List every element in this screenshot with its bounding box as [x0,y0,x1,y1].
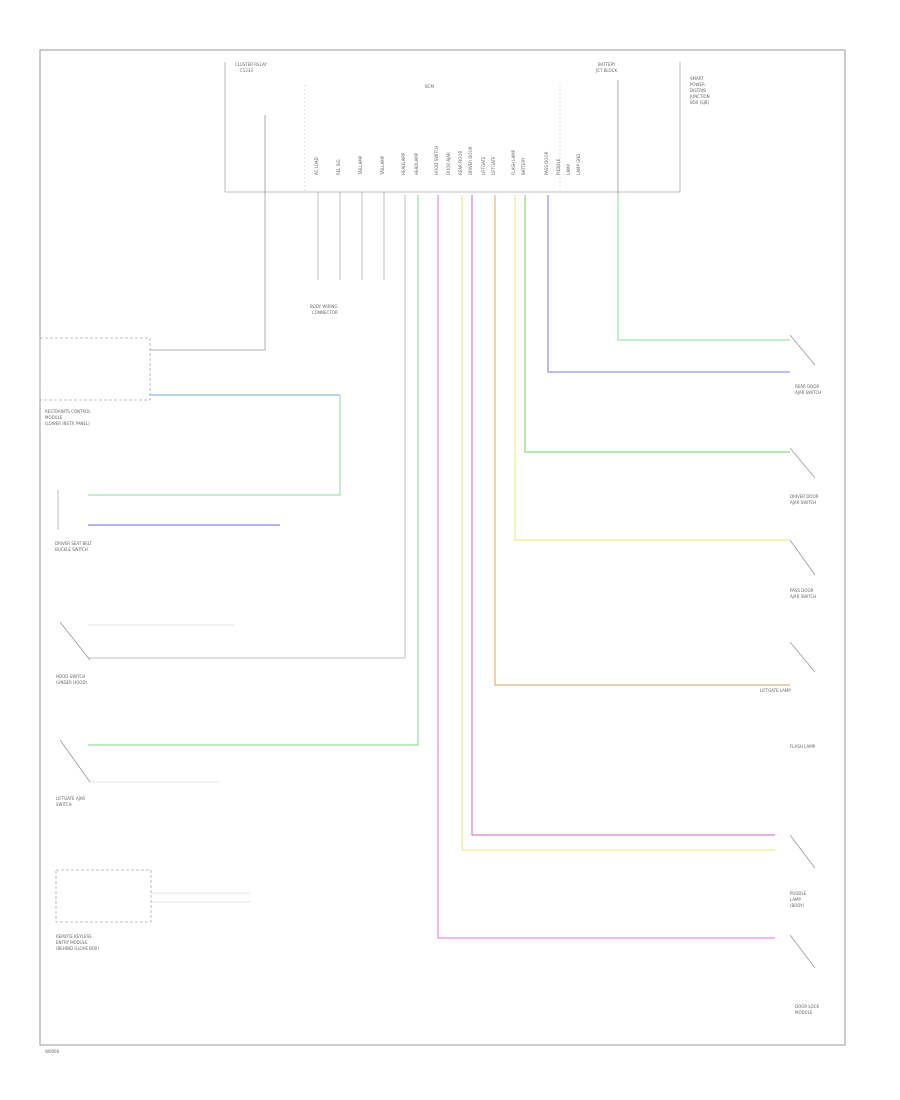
wire-yellow-1 [461,195,775,851]
bcm-pin-label: TAILLAMP [380,155,385,176]
bcm-pin-label: REAR DOOR [458,151,463,175]
bcm-right-note-1: SMART [690,76,704,81]
wire-green-4 [617,195,790,341]
svg-text:SWITCH: SWITCH [56,802,72,807]
bcm-pin-label: LIFTGATE [491,156,496,175]
hood-switch-box: HOOD SWITCH (UNDER HOOD) [56,621,235,685]
bcm-right-header-2: JCT BLOCK [595,68,617,73]
bcm-pin-label: AC LOAD [314,157,319,175]
right-components: REAR DOOR AJAR SWITCH DRIVER DOOR AJAR S… [760,334,821,1015]
svg-text:(UNDER HOOD): (UNDER HOOD) [56,680,88,685]
bcm-pin-label: PUDDLE [556,158,561,175]
footer-code: W0000 [45,1049,60,1054]
svg-text:DOOR LOCK: DOOR LOCK [795,1004,819,1009]
wires [88,195,790,939]
bcm-pin-label: LIFTGATE [481,156,486,175]
svg-text:DRIVER DOOR: DRIVER DOOR [790,494,819,499]
svg-text:AJAR SWITCH: AJAR SWITCH [790,594,816,599]
svg-text:(BEHIND GLOVE BOX): (BEHIND GLOVE BOX) [56,946,99,951]
diagram-border [39,49,846,1046]
bcm-right-note-5: BOX (SJB) [690,100,710,105]
wire-green-1 [88,395,341,496]
bcm-right-note-3: DISTRIB [690,88,706,93]
bcm-pin-label: FLASH LAMP [511,149,516,175]
svg-text:LIFTGATE AJAR: LIFTGATE AJAR [56,796,85,801]
bcm-pin-label: DOOR AJAR [446,152,451,175]
connector-label-1: BODY WIRING [310,304,338,309]
bcm-pin-label: HEADLAMP [401,152,406,175]
svg-text:PASS DOOR: PASS DOOR [790,588,814,593]
driver-seatbelt-box: DRIVER SEAT BELT BUCKLE SWITCH [55,490,93,552]
bcm-left-header-1: CLUSTER RELAY [235,62,267,67]
wire-pink-1 [437,195,775,939]
bcm-right-note-2: POWER [690,82,705,87]
bcm-pin-label: LAMP GND [576,154,581,175]
bcm-pin-label: TAILLAMP [358,155,363,176]
wire-blue-2 [547,195,790,373]
bcm-left-header-2: C1233 [240,68,253,73]
svg-text:PUDDLE: PUDDLE [790,891,807,896]
svg-text:BUCKLE SWITCH: BUCKLE SWITCH [55,547,88,552]
svg-text:RESTRAINTS CONTROL: RESTRAINTS CONTROL [45,409,91,414]
bcm-pin-stubs [317,192,385,280]
bcm-pin-label: PASS DOOR [544,151,549,175]
svg-text:(BODY): (BODY) [790,903,805,908]
svg-text:DRIVER SEAT BELT: DRIVER SEAT BELT [55,541,93,546]
bcm-right-note-4: JUNCTION [689,94,710,99]
svg-text:MODULE: MODULE [795,1010,813,1015]
bcm-pin-label: HEADLAMP [414,152,419,175]
svg-text:FLASH LAMP: FLASH LAMP [790,744,816,749]
wire-green-3 [524,195,790,453]
wire-green-2 [88,195,419,746]
svg-text:LAMP: LAMP [790,897,802,902]
wire-orange-1 [494,195,790,686]
svg-text:AJAR SWITCH: AJAR SWITCH [790,500,816,505]
bcm-pin-label: REL SIG [336,159,341,175]
svg-text:AJAR SWITCH: AJAR SWITCH [795,390,821,395]
wire-yellow-2 [514,195,790,541]
bcm-pin-label: DRIVER DOOR [468,146,473,175]
svg-text:REAR DOOR: REAR DOOR [795,384,819,389]
svg-text:ENTRY MODULE: ENTRY MODULE [56,940,88,945]
svg-text:LIFTGATE LAMP: LIFTGATE LAMP [760,688,791,693]
svg-text:HOOD SWITCH: HOOD SWITCH [56,674,85,679]
connector-label-2: CONNECTOR [312,310,338,315]
bcm-title: BCM [425,84,434,89]
restraints-module-box: RESTRAINTS CONTROL MODULE (LOWER INSTR P… [39,337,151,426]
svg-text:MODULE: MODULE [45,415,63,420]
svg-text:(LOWER INSTR PANEL): (LOWER INSTR PANEL) [45,421,90,426]
svg-text:REMOTE KEYLESS: REMOTE KEYLESS [56,934,92,939]
bcm-pin-label: LAMP [566,163,571,175]
bcm-pin-label: BATTERY [521,157,526,175]
liftgate-switch-box: LIFTGATE AJAR SWITCH [56,739,220,807]
bcm-pin-label: HOOD SWITCH [434,146,439,175]
bcm-pin-labels: AC LOAD REL SIG TAILLAMP TAILLAMP HEADLAMP HE… [314,146,581,176]
remote-keyless-box: REMOTE KEYLESS ENTRY MODULE (BEHIND GLOV… [55,869,250,951]
wire-pink-2 [471,195,775,836]
wire-gray-2 [88,195,406,659]
wire-gray-1 [150,195,266,351]
bcm-right-header-1: BATTERY [598,62,616,67]
bcm-module: CLUSTER RELAY C1233 BCM BATTERY JCT BLOC… [224,62,710,195]
